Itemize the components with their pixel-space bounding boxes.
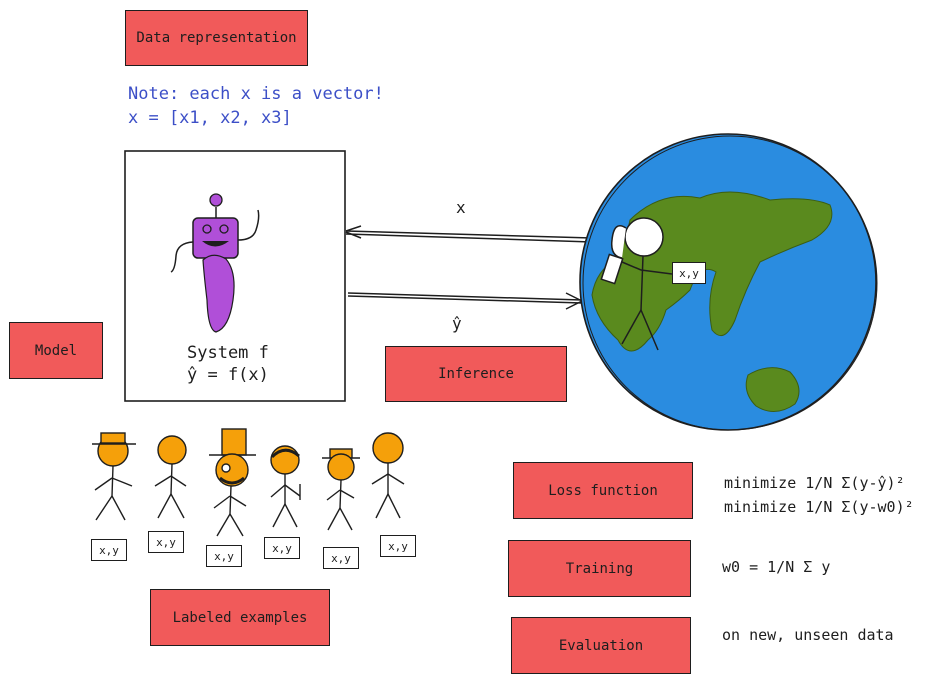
person-4	[270, 445, 301, 528]
loss-formula-1: minimize 1/N Σ(y-ŷ)²	[724, 474, 905, 492]
globe-icon	[579, 133, 878, 431]
loss-formula-2: minimize 1/N Σ(y-w0)²	[724, 498, 914, 516]
training-box: Training	[508, 540, 691, 597]
inference-box: Inference	[385, 346, 567, 402]
arrow-y-hat	[347, 292, 583, 310]
person-5-tag: x,y	[323, 547, 359, 569]
arrow-y-hat-label: ŷ	[452, 314, 462, 333]
person-1	[92, 432, 136, 521]
system-frame	[124, 150, 346, 402]
data-representation-box: Data representation	[125, 10, 308, 66]
person-3-tag: x,y	[206, 545, 242, 567]
training-formula: w0 = 1/N Σ y	[722, 558, 831, 576]
person-1-tag: x,y	[91, 539, 127, 561]
labeled-examples-box: Labeled examples	[150, 589, 330, 646]
arrow-x-label: x	[456, 198, 466, 217]
loss-function-box: Loss function	[513, 462, 693, 519]
evaluation-note: on new, unseen data	[722, 626, 894, 644]
note-line-2: x = [x1, x2, x3]	[128, 108, 292, 128]
arrow-x	[345, 225, 593, 243]
traveler-figure	[600, 217, 673, 351]
person-5	[322, 448, 360, 531]
person-2	[154, 435, 187, 519]
robot-icon	[170, 193, 260, 333]
model-box: Model	[9, 322, 103, 379]
person-2-tag: x,y	[148, 531, 184, 553]
person-3	[209, 428, 256, 537]
person-4-tag: x,y	[264, 537, 300, 559]
person-6	[371, 432, 405, 519]
system-label: System f	[187, 343, 269, 363]
traveler-tag: x,y	[672, 262, 706, 284]
people-row	[92, 428, 405, 537]
note-line-1: Note: each x is a vector!	[128, 84, 384, 104]
evaluation-box: Evaluation	[511, 617, 691, 674]
system-formula: ŷ = f(x)	[187, 365, 269, 385]
person-6-tag: x,y	[380, 535, 416, 557]
